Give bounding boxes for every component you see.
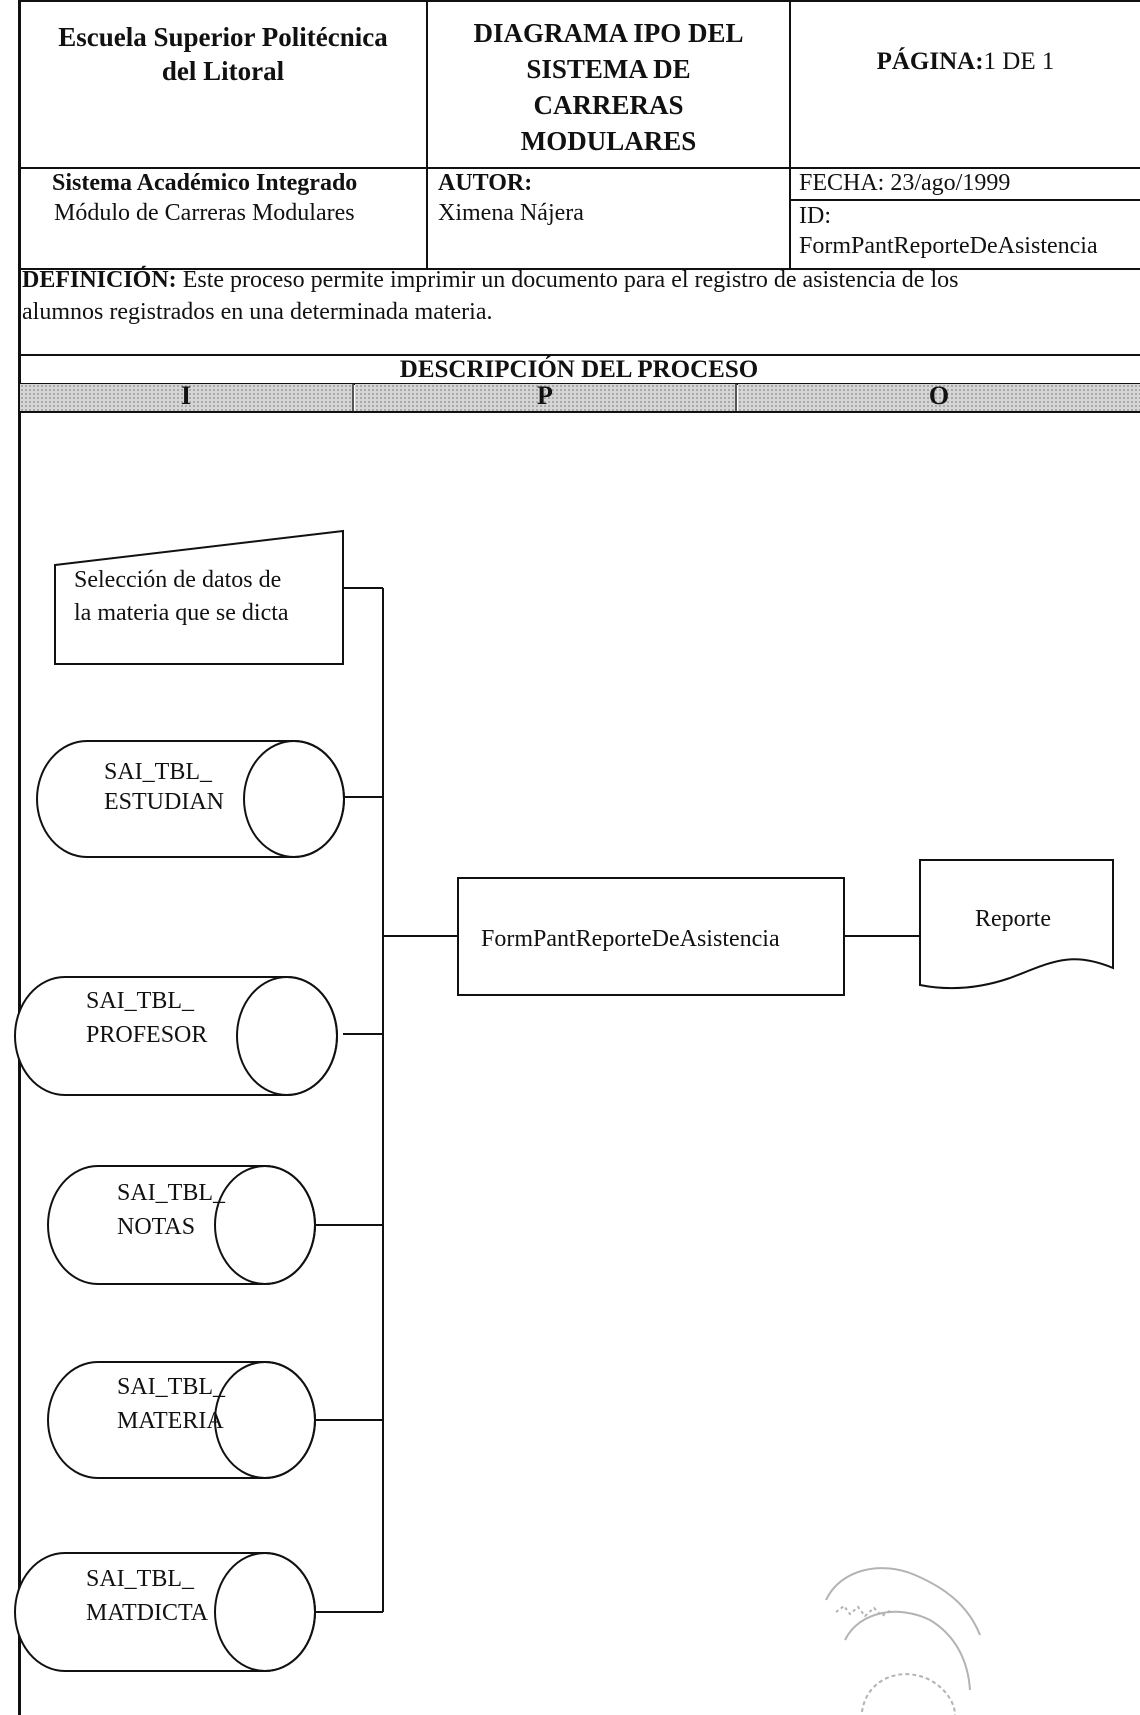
process-box-label: FormPantReporteDeAsistencia	[481, 926, 780, 952]
ipo-column-header-p	[355, 384, 735, 411]
column-p-label: P	[537, 381, 553, 410]
top-border	[18, 0, 1140, 2]
header-divider-2	[789, 0, 791, 270]
table-estudian-line-2: ESTUDIAN	[104, 789, 224, 815]
institution-line-1: Escuela Superior Politécnica	[58, 22, 388, 52]
column-i-label: I	[180, 381, 192, 410]
output-document-shape: Reporte	[919, 859, 1114, 990]
header-divider-1	[426, 0, 428, 270]
column-o-label: O	[928, 381, 950, 410]
table-notas-line-2: NOTAS	[117, 1214, 195, 1240]
diagram-title: DIAGRAMA IPO DEL SISTEMA DE CARRERAS MOD…	[428, 15, 789, 159]
manual-input-line-2: la materia que se dicta	[74, 600, 289, 626]
definition-line-1: Este proceso permite imprimir un documen…	[176, 267, 959, 293]
diagram-title-line-3: CARRERAS	[533, 90, 684, 120]
table-matdicta-line-1: SAI_TBL_	[86, 1566, 195, 1592]
ipo-row-bottom	[18, 411, 1140, 413]
fecha-id-divider	[789, 199, 1140, 201]
ipo-divider-2	[735, 384, 737, 411]
process-section-title: DESCRIPCIÓN DEL PROCESO	[399, 356, 759, 383]
table-materia-line-2: MATERIA	[117, 1408, 224, 1434]
author-label: AUTOR:	[438, 170, 533, 196]
connector-lines	[315, 587, 920, 1613]
table-cylinder-materia: SAI_TBL_ MATERIA	[47, 1361, 316, 1479]
ipo-divider-1	[352, 384, 354, 411]
institution-seal-stamp	[825, 1567, 981, 1715]
table-cylinder-notas: SAI_TBL_ NOTAS	[47, 1165, 316, 1285]
table-cylinder-estudian: SAI_TBL_ ESTUDIAN	[36, 740, 345, 858]
id-label: ID:	[799, 203, 831, 229]
table-cylinder-profesor: SAI_TBL_ PROFESOR	[14, 976, 338, 1096]
ipo-column-header-i	[20, 384, 352, 411]
output-document-label: Reporte	[975, 906, 1051, 932]
header-bottom	[18, 268, 1140, 270]
manual-input-shape: Selección de datos de la materia que se …	[54, 529, 344, 665]
document-frame	[18, 0, 1140, 1715]
page-number: PÁGINA:1 DE 1	[791, 47, 1140, 77]
table-profesor-line-1: SAI_TBL_	[86, 988, 195, 1014]
system-name: Sistema Académico Integrado	[52, 170, 358, 196]
table-matdicta-line-2: MATDICTA	[86, 1600, 209, 1626]
module-name: Módulo de Carreras Modulares	[54, 200, 355, 226]
page-value: 1 DE 1	[983, 48, 1055, 75]
header-row-divider	[18, 167, 1140, 169]
page-label: PÁGINA:	[876, 48, 984, 75]
institution-line-2: del Litoral	[161, 56, 285, 86]
author-name: Ximena Nájera	[438, 200, 584, 226]
manual-input-line-1: Selección de datos de	[74, 567, 281, 593]
table-materia-line-1: SAI_TBL_	[117, 1374, 226, 1400]
diagram-title-line-2: SISTEMA DE	[526, 54, 691, 84]
diagram-title-line-1: DIAGRAMA IPO DEL	[473, 18, 744, 48]
table-cylinder-matdicta: SAI_TBL_ MATDICTA	[14, 1552, 316, 1672]
table-estudian-line-1: SAI_TBL_	[104, 759, 213, 785]
definition-label: DEFINICIÓN:	[22, 267, 177, 293]
institution-name: Escuela Superior Politécnica del Litoral	[20, 20, 426, 88]
table-notas-line-1: SAI_TBL_	[117, 1180, 226, 1206]
table-profesor-line-2: PROFESOR	[86, 1022, 207, 1048]
date-field: FECHA: 23/ago/1999	[799, 170, 1011, 196]
id-value: FormPantReporteDeAsistencia	[799, 233, 1098, 259]
definition-bottom	[18, 354, 1140, 356]
diagram-title-line-4: MODULARES	[520, 126, 697, 156]
ipo-column-header-o	[738, 384, 1140, 411]
definition-line-2: alumnos registrados en una determinada m…	[22, 299, 493, 325]
definition-text: DEFINICIÓN: Este proceso permite imprimi…	[22, 265, 1132, 295]
process-box: FormPantReporteDeAsistencia	[457, 877, 845, 996]
